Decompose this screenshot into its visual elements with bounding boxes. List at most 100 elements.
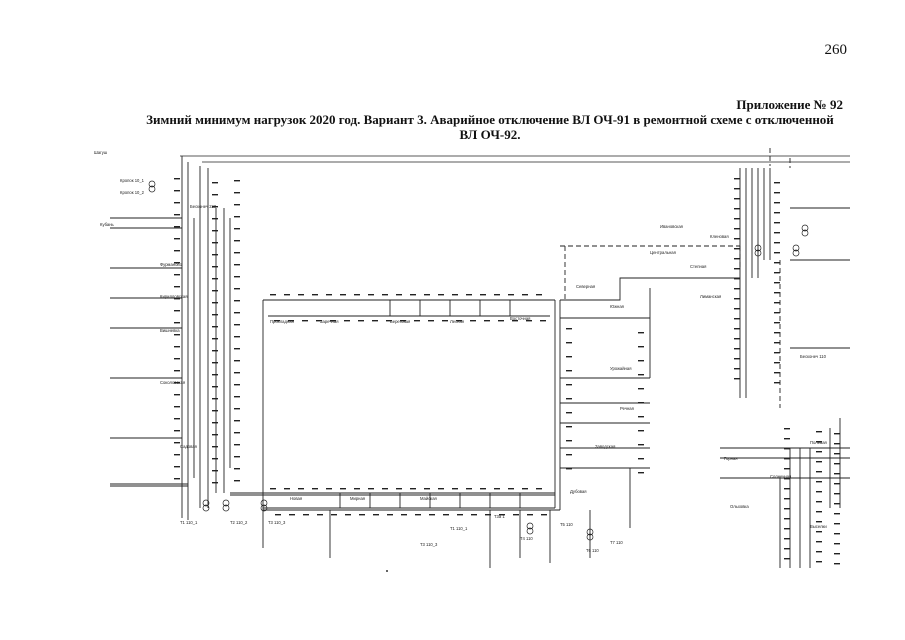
annotation-mark — [566, 412, 572, 414]
annotation-mark — [774, 362, 780, 364]
annotation-mark — [212, 458, 218, 460]
annotation-mark — [234, 312, 240, 314]
annotation-mark — [174, 478, 180, 480]
substation-label: Береговая — [390, 319, 410, 324]
annotation-mark — [816, 461, 822, 463]
annotation-mark — [372, 320, 378, 322]
annotation-mark — [415, 514, 421, 516]
annotation-mark — [784, 488, 790, 490]
annotation-mark — [428, 320, 434, 322]
annotation-mark — [212, 386, 218, 388]
annotation-mark — [174, 358, 180, 360]
annotation-mark — [834, 463, 840, 465]
annotation-mark — [387, 514, 393, 516]
annotation-mark — [734, 268, 740, 270]
annotation-mark — [774, 382, 780, 384]
annotation-mark — [816, 441, 822, 443]
annotation-mark — [340, 294, 346, 296]
annotation-mark — [212, 278, 218, 280]
annotation-mark — [816, 431, 822, 433]
substation-label: Южная — [610, 304, 624, 309]
annotation-mark — [834, 523, 840, 525]
annotation-mark — [234, 216, 240, 218]
annotation-mark — [784, 478, 790, 480]
annotation-mark — [536, 488, 542, 490]
annotation-mark — [396, 294, 402, 296]
annotation-mark — [734, 208, 740, 210]
annotation-mark — [316, 320, 322, 322]
annotation-mark — [396, 488, 402, 490]
substation-label: Соколовская — [160, 380, 185, 385]
annotation-mark — [638, 332, 644, 334]
annotation-mark — [638, 444, 644, 446]
annotation-mark — [784, 428, 790, 430]
annotation-mark — [816, 481, 822, 483]
annotation-mark — [234, 360, 240, 362]
annotation-mark — [734, 308, 740, 310]
annotation-mark — [734, 238, 740, 240]
annotation-mark — [174, 190, 180, 192]
annotation-mark — [470, 320, 476, 322]
annotation-mark — [774, 212, 780, 214]
annotation-mark — [234, 192, 240, 194]
annotation-mark — [401, 514, 407, 516]
annotation-mark — [834, 453, 840, 455]
annotation-mark — [284, 294, 290, 296]
substation-label: Восточная — [510, 316, 530, 321]
annotation-mark — [784, 508, 790, 510]
annotation-mark — [784, 548, 790, 550]
annotation-mark — [834, 443, 840, 445]
substation-label: Кирилловская — [160, 294, 188, 299]
annotation-mark — [638, 458, 644, 460]
substation-label: Т6 110 — [586, 548, 599, 553]
annotation-mark — [638, 402, 644, 404]
annotation-mark — [734, 218, 740, 220]
annotation-mark — [638, 388, 644, 390]
substation-label: Фурманово — [160, 262, 183, 267]
annotation-mark — [566, 398, 572, 400]
annotation-mark — [774, 342, 780, 344]
substation-label: Кропок 10_1 — [120, 178, 145, 183]
annotation-mark — [234, 432, 240, 434]
annotation-mark — [774, 242, 780, 244]
annotation-mark — [774, 302, 780, 304]
annotation-mark — [382, 294, 388, 296]
substation-label: Кленовая — [710, 234, 729, 239]
annotation-mark — [834, 503, 840, 505]
annotation-mark — [358, 320, 364, 322]
substation-label: Вишневка — [160, 328, 180, 333]
substation-label: Полевая — [810, 440, 827, 445]
annotation-mark — [174, 430, 180, 432]
annotation-mark — [508, 488, 514, 490]
annotation-mark — [289, 514, 295, 516]
annotation-mark — [212, 410, 218, 412]
annotation-mark — [284, 488, 290, 490]
annotation-mark — [174, 418, 180, 420]
annotation-mark — [340, 488, 346, 490]
annotation-mark — [303, 514, 309, 516]
annotation-mark — [312, 488, 318, 490]
annotation-mark — [212, 182, 218, 184]
annotation-mark — [234, 264, 240, 266]
annotation-mark — [784, 498, 790, 500]
annotation-mark — [471, 514, 477, 516]
annotation-mark — [774, 352, 780, 354]
annotation-mark — [234, 276, 240, 278]
annotation-mark — [234, 324, 240, 326]
annotation-mark — [234, 384, 240, 386]
substation-label: Ивановская — [660, 224, 683, 229]
annotation-mark — [774, 222, 780, 224]
annotation-mark — [784, 528, 790, 530]
annotation-mark — [774, 182, 780, 184]
title-line-2: ВЛ ОЧ-92. — [459, 127, 521, 142]
annotation-mark — [331, 514, 337, 516]
substation-label: Т5 110 — [560, 522, 573, 527]
annotation-mark — [734, 248, 740, 250]
annotation-mark — [816, 491, 822, 493]
annotation-mark — [734, 348, 740, 350]
annotation-mark — [526, 320, 532, 322]
annotation-mark — [212, 242, 218, 244]
annotation-mark — [480, 294, 486, 296]
substation-label: Новая — [290, 496, 302, 501]
annotation-mark — [234, 396, 240, 398]
